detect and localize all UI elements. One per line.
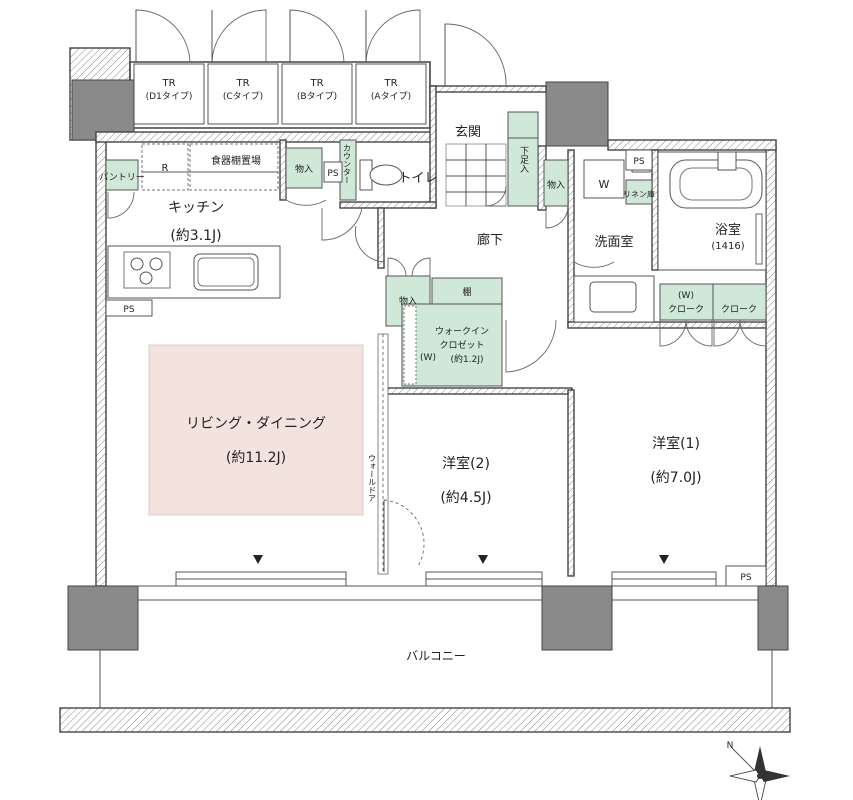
ps-label-washroom: PS: [633, 157, 644, 167]
trunk-room-type-2: (Cタイプ): [223, 91, 263, 102]
closet-label-2: クローク: [721, 304, 757, 315]
stove-icon: [123, 251, 171, 289]
ps-label-toilet: PS: [327, 169, 338, 179]
compass-icon: [729, 746, 790, 800]
trunk-room-label-2: TR: [235, 78, 249, 89]
trunk-room-label-4: TR: [383, 78, 397, 89]
shoe-box-label: 下足入: [518, 146, 529, 173]
western1-area: (約7.0J): [650, 470, 701, 486]
bath-name: 浴室: [715, 222, 741, 238]
western2-area: (約4.5J): [440, 490, 491, 506]
closet-w-label: (W): [678, 291, 694, 301]
storage-label-entrance: 物入: [547, 179, 565, 191]
living-dining-area: (約11.2J): [226, 450, 286, 466]
entrance-area: [445, 111, 569, 229]
wic-w: (W): [420, 353, 436, 363]
wic-name-2: クロゼット: [439, 339, 484, 351]
storage-label-corridor: 物入: [399, 295, 417, 307]
balcony-area: [59, 585, 791, 733]
entrance-name: 玄関: [455, 125, 481, 140]
ps-boxes: [105, 149, 767, 587]
column-top-left: [71, 79, 135, 141]
ps-label-western1: PS: [740, 573, 751, 583]
light-arrow-living: [253, 555, 263, 564]
compass-north: N: [727, 741, 734, 751]
fridge-label: R: [162, 163, 169, 174]
trunk-room-type-4: (Aタイプ): [371, 91, 411, 102]
washroom-name: 洗面室: [594, 234, 633, 250]
living-dining-highlight: [148, 344, 364, 516]
washer-label: W: [599, 178, 610, 191]
wall-door[interactable]: [377, 333, 425, 575]
toilet-icon: [359, 159, 403, 191]
bath-size: (1416): [711, 241, 744, 252]
interior-walls: [279, 85, 767, 577]
windows: [175, 571, 717, 587]
trunk-room-type-1: (D1タイプ): [146, 91, 193, 102]
closets-western1: [659, 283, 767, 347]
light-arrow-western1: [659, 555, 669, 564]
western1-name: 洋室(1): [652, 435, 700, 452]
trunk-room-label-1: TR: [161, 78, 175, 89]
bath-fixtures: [657, 151, 767, 271]
wic-name-1: ウォークイン: [435, 326, 489, 337]
ps-label-kitchen: PS: [123, 305, 134, 315]
kitchen-name: キッチン: [168, 200, 224, 216]
wall-door-label: ウォールドア: [368, 454, 377, 502]
corridor-name: 廊下: [477, 232, 503, 248]
wic-area: (約1.2J): [451, 353, 484, 365]
toilet-name: トイレ: [398, 171, 437, 186]
linen-label: リネン庫: [623, 189, 655, 199]
kitchen-fixtures: [105, 143, 327, 317]
toilet-fixtures: [285, 139, 403, 263]
trunk-room-type-3: (Bタイプ): [297, 91, 337, 102]
counter-label: カウンター: [343, 144, 352, 184]
balcony-name: バルコニー: [406, 649, 466, 663]
storage-label-toilet: 物入: [295, 163, 313, 175]
trunk-room-label-3: TR: [309, 78, 323, 89]
closet-label-1: クローク: [668, 304, 704, 315]
bathtub-icon: [669, 159, 763, 209]
living-dining-name: リビング・ダイニング: [186, 416, 326, 432]
dish-rack-label: 食器棚置場: [211, 154, 261, 167]
column-top-right: [545, 81, 609, 147]
trunk-room-doors: [135, 9, 507, 87]
kitchen-area: (約3.1J): [170, 228, 221, 244]
pantry-label: パントリー: [99, 172, 144, 183]
light-arrow-western2: [478, 555, 488, 564]
wic-fixtures: [385, 257, 557, 387]
shelf-label: 棚: [462, 286, 471, 298]
western2-name: 洋室(2): [442, 455, 490, 472]
